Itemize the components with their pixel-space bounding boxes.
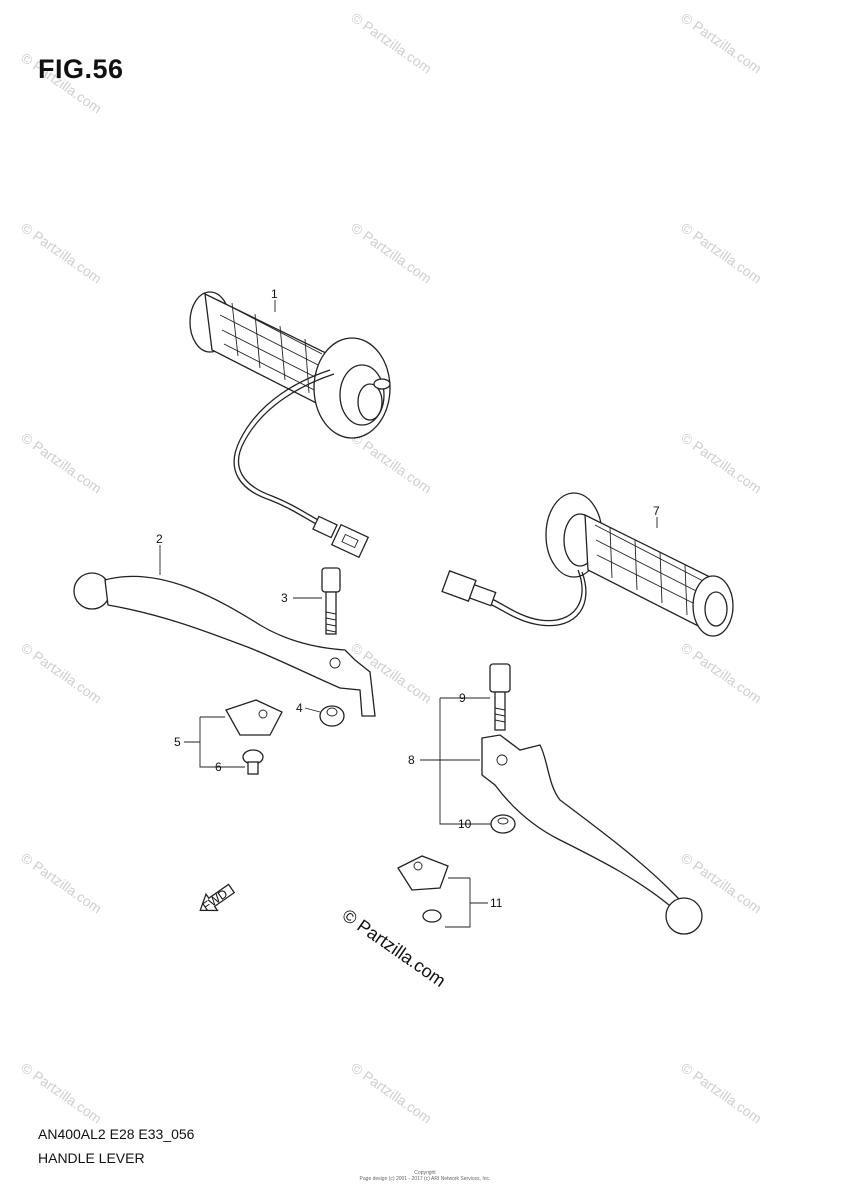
copyright-line: Copyright [414, 1170, 436, 1176]
watermark: © Partzilla.com [678, 429, 764, 496]
figure-name: HANDLE LEVER [38, 1150, 145, 1166]
part-9-bolt-right[interactable] [489, 663, 511, 731]
watermark: © Partzilla.com [18, 849, 104, 916]
copyright-notice: Copyright Page design (c) 2001 - 2017 (c… [330, 1170, 520, 1182]
model-code: AN400AL2 E28 E33_056 [38, 1126, 195, 1142]
watermark: © Partzilla.com [18, 219, 104, 286]
callout-1: 1 [271, 287, 278, 301]
watermark: © Partzilla.com [348, 429, 434, 496]
watermark: © Partzilla.com [18, 1059, 104, 1126]
watermark: © Partzilla.com [348, 1059, 434, 1126]
callout-7: 7 [653, 504, 660, 518]
fwd-arrow-icon: FWD [199, 883, 236, 914]
callout-4: 4 [296, 701, 303, 715]
copyright-line: Page design (c) 2001 - 2017 (c) ARI Netw… [359, 1176, 491, 1182]
figure-title: FIG.56 [38, 54, 124, 84]
callout-3: 3 [281, 591, 288, 605]
watermark: © Partzilla.com [678, 9, 764, 76]
callout-9: 9 [459, 691, 466, 705]
callout-numbers: 1 2 3 4 5 6 7 8 9 10 11 [156, 287, 660, 910]
watermark: © Partzilla.com [18, 429, 104, 496]
part-2-lever-left[interactable] [73, 572, 376, 717]
callout-6: 6 [215, 760, 222, 774]
part-5-switch-left[interactable] [225, 699, 283, 736]
watermark: © Partzilla.com [678, 219, 764, 286]
part-8-lever-right[interactable] [481, 734, 703, 935]
part-7-grip-right[interactable] [441, 492, 734, 637]
watermark: © Partzilla.com [678, 1059, 764, 1126]
part-11-switch-right[interactable] [397, 855, 449, 923]
part-4-nut[interactable] [319, 705, 345, 727]
watermark: © Partzilla.com [348, 9, 434, 76]
callout-2: 2 [156, 532, 163, 546]
part-10-nut-right[interactable] [490, 814, 516, 834]
part-6-screw[interactable] [242, 749, 264, 775]
leader-lines [159, 300, 658, 928]
part-1-grip-left[interactable] [189, 291, 391, 559]
watermark: © Partzilla.com [678, 639, 764, 706]
watermark: © Partzilla.com [18, 639, 104, 706]
part-3-bolt[interactable] [321, 567, 341, 635]
callout-5: 5 [174, 735, 181, 749]
callout-8: 8 [408, 753, 415, 767]
callout-10: 10 [458, 817, 472, 831]
callout-11: 11 [490, 896, 503, 910]
watermark: © Partzilla.com [348, 219, 434, 286]
